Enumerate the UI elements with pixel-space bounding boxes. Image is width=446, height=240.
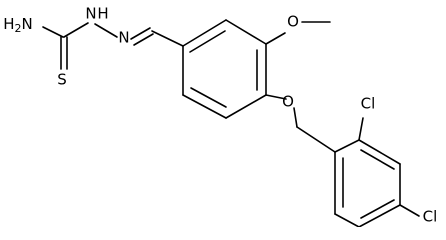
bond-ring-ome (265, 32, 286, 45)
hydrazone-n-label: N (118, 29, 129, 47)
bond-ch-ring (151, 30, 184, 47)
bond-nh-n (94, 23, 118, 38)
ring1-bond-5b (190, 87, 227, 108)
bond-o-ch2-a (293, 107, 298, 128)
ring1-bond-2 (225, 19, 267, 45)
methoxy-o-label: O (287, 13, 299, 31)
nh-h-label: H (97, 5, 108, 23)
ring2-bond-2 (358, 139, 401, 165)
nh-n-label: N (85, 5, 96, 23)
bond-c-nh (63, 22, 89, 38)
molecule-diagram: H2N N H N S O O Cl Cl (3, 4, 438, 227)
ring2-bond-1 (334, 139, 360, 153)
bond-n-ch-2 (133, 33, 154, 46)
ring1-bond-1b (189, 30, 226, 53)
ring2-bond-4b (360, 199, 395, 219)
structure-svg: H2N N H N S O O Cl Cl (3, 5, 438, 227)
chlorine-bottom-label: Cl (423, 208, 438, 226)
bond-c-nh2 (42, 26, 64, 38)
ring1-bond-4 (225, 94, 267, 119)
ring1-bond-1 (182, 19, 227, 47)
ring1-bond-5 (182, 94, 227, 119)
ether-o-label: O (282, 93, 294, 111)
bond-ring-oether (265, 94, 287, 100)
sulfur-label: S (57, 71, 67, 89)
bond-n-ch-1 (130, 27, 151, 40)
nh2-label: H2N (3, 15, 33, 36)
chlorine-top-label: Cl (361, 95, 376, 113)
ring2-bond-4 (358, 204, 401, 227)
ring2-bond-5 (334, 213, 360, 227)
bond-ring-cl-top (358, 117, 364, 141)
bond-ch2-ring2 (296, 126, 336, 153)
ring2-bond-2b (360, 149, 395, 170)
bond-ring-cl-bottom (399, 204, 420, 217)
